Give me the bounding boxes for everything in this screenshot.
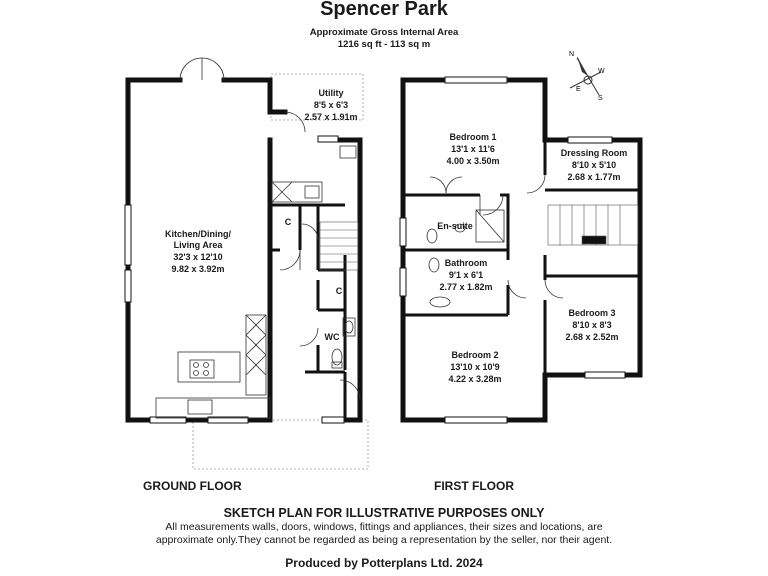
kitchen-imperial: 32'3 x 12'10 <box>173 252 222 262</box>
bedroom1-imperial: 13'1 x 11'6 <box>451 144 495 154</box>
dressing-imperial: 8'10 x 5'10 <box>572 160 616 170</box>
bedroom2-imperial: 13'10 x 10'9 <box>450 362 499 372</box>
compass-s: S <box>598 95 603 102</box>
wc-label: WC <box>325 332 340 342</box>
cupboard-label-2: C <box>336 286 343 296</box>
producer-credit: Produced by Potterplans Ltd. 2024 <box>285 556 483 570</box>
compass-w: W <box>598 68 605 75</box>
bathroom-metric: 2.77 x 1.82m <box>439 282 492 292</box>
utility-name: Utility <box>318 88 343 98</box>
dressing-name: Dressing Room <box>561 148 628 158</box>
bedroom1-metric: 4.00 x 3.50m <box>446 156 499 166</box>
first-floor-label: FIRST FLOOR <box>434 479 514 493</box>
compass-icon: N W E S <box>569 51 605 102</box>
cupboard-label-1: C <box>285 217 292 227</box>
kitchen-metric: 9.82 x 3.92m <box>171 264 224 274</box>
bathroom-name: Bathroom <box>445 258 488 268</box>
dressing-metric: 2.68 x 1.77m <box>567 172 620 182</box>
bathroom-imperial: 9'1 x 6'1 <box>449 270 483 280</box>
ground-floor-plan: Kitchen/Dining/ Living Area 32'3 x 12'10… <box>124 57 369 470</box>
bedroom2-name: Bedroom 2 <box>451 350 498 360</box>
bedroom3-imperial: 8'10 x 8'3 <box>572 320 611 330</box>
ensuite-name: En-suite <box>437 221 473 231</box>
bedroom2-metric: 4.22 x 3.28m <box>448 374 501 384</box>
area-label: Approximate Gross Internal Area <box>309 27 459 38</box>
compass-e: E <box>576 86 581 93</box>
ground-floor-label: GROUND FLOOR <box>143 479 242 493</box>
utility-imperial: 8'5 x 6'3 <box>314 100 348 110</box>
first-floor-plan: Bedroom 1 13'1 x 11'6 4.00 x 3.50m Dress… <box>399 76 643 424</box>
kitchen-name-2: Living Area <box>174 240 224 250</box>
disclaimer-text: All measurements walls, doors, windows, … <box>155 521 613 546</box>
bedroom1-name: Bedroom 1 <box>449 132 496 142</box>
kitchen-name-1: Kitchen/Dining/ <box>165 229 231 239</box>
floor-plan-drawing: N W E S <box>124 51 643 470</box>
disclaimer-heading: SKETCH PLAN FOR ILLUSTRATIVE PURPOSES ON… <box>223 506 545 520</box>
area-value: 1216 sq ft - 113 sq m <box>337 39 431 50</box>
compass-n: N <box>569 51 574 58</box>
plan-title: Spencer Park <box>320 0 448 20</box>
utility-metric: 2.57 x 1.91m <box>304 112 357 122</box>
bedroom3-name: Bedroom 3 <box>568 308 615 318</box>
bedroom3-metric: 2.68 x 2.52m <box>565 332 618 342</box>
